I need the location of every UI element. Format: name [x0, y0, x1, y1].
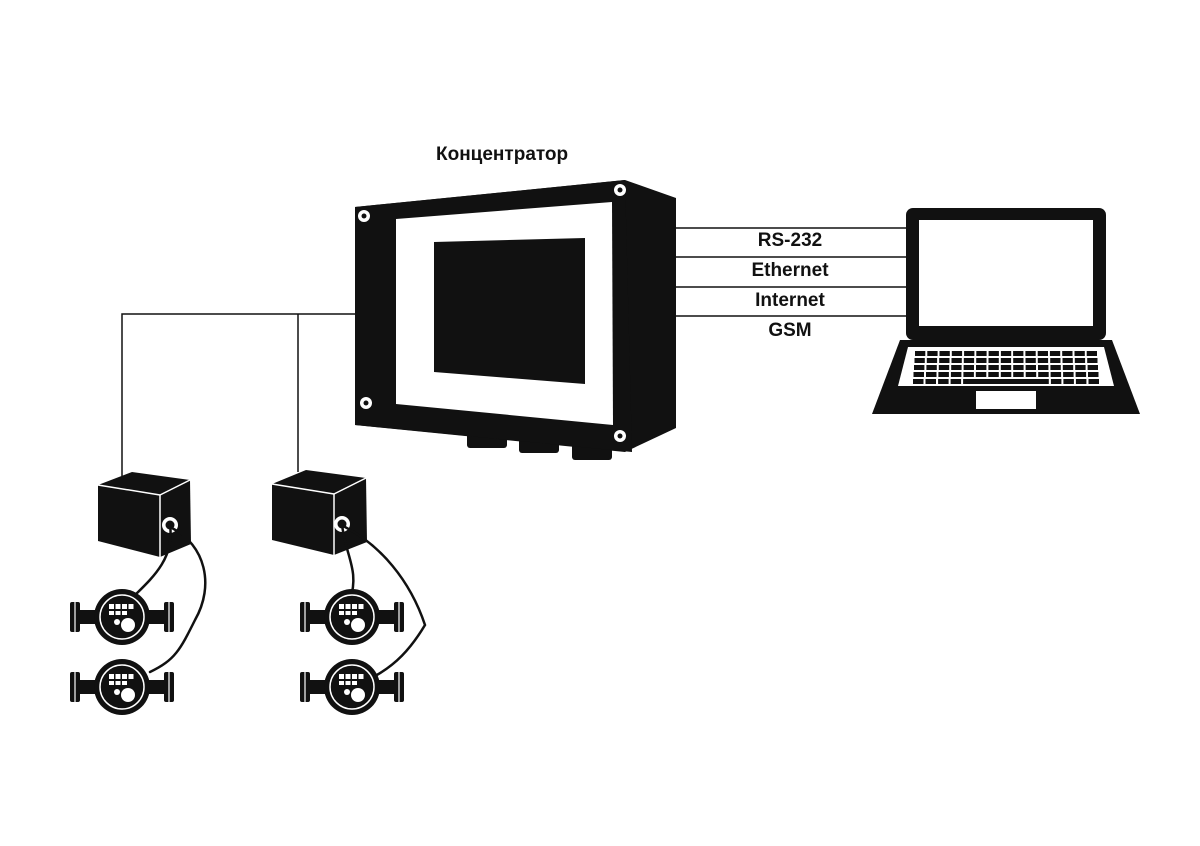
- link-label-internet: Internet: [755, 290, 825, 311]
- link-label-rs232: RS-232: [757, 230, 823, 251]
- link-lines: [676, 227, 908, 317]
- interface-adapter-icon: [271, 470, 367, 555]
- water-meter-icon: [300, 589, 404, 645]
- adapter-bus-lines: [121, 313, 358, 476]
- concentrator-device-icon: [355, 180, 676, 460]
- keyboard-keys: [913, 351, 1099, 384]
- meter-cables: [128, 522, 427, 678]
- water-meter-icon: [70, 659, 174, 715]
- water-meter-icon: [300, 659, 404, 715]
- hub-label: Концентратор: [436, 144, 569, 165]
- interface-adapter-icon: [97, 472, 191, 557]
- water-meter-icon: [70, 589, 174, 645]
- link-label-ethernet: Ethernet: [751, 260, 829, 281]
- link-label-gsm: GSM: [768, 320, 812, 341]
